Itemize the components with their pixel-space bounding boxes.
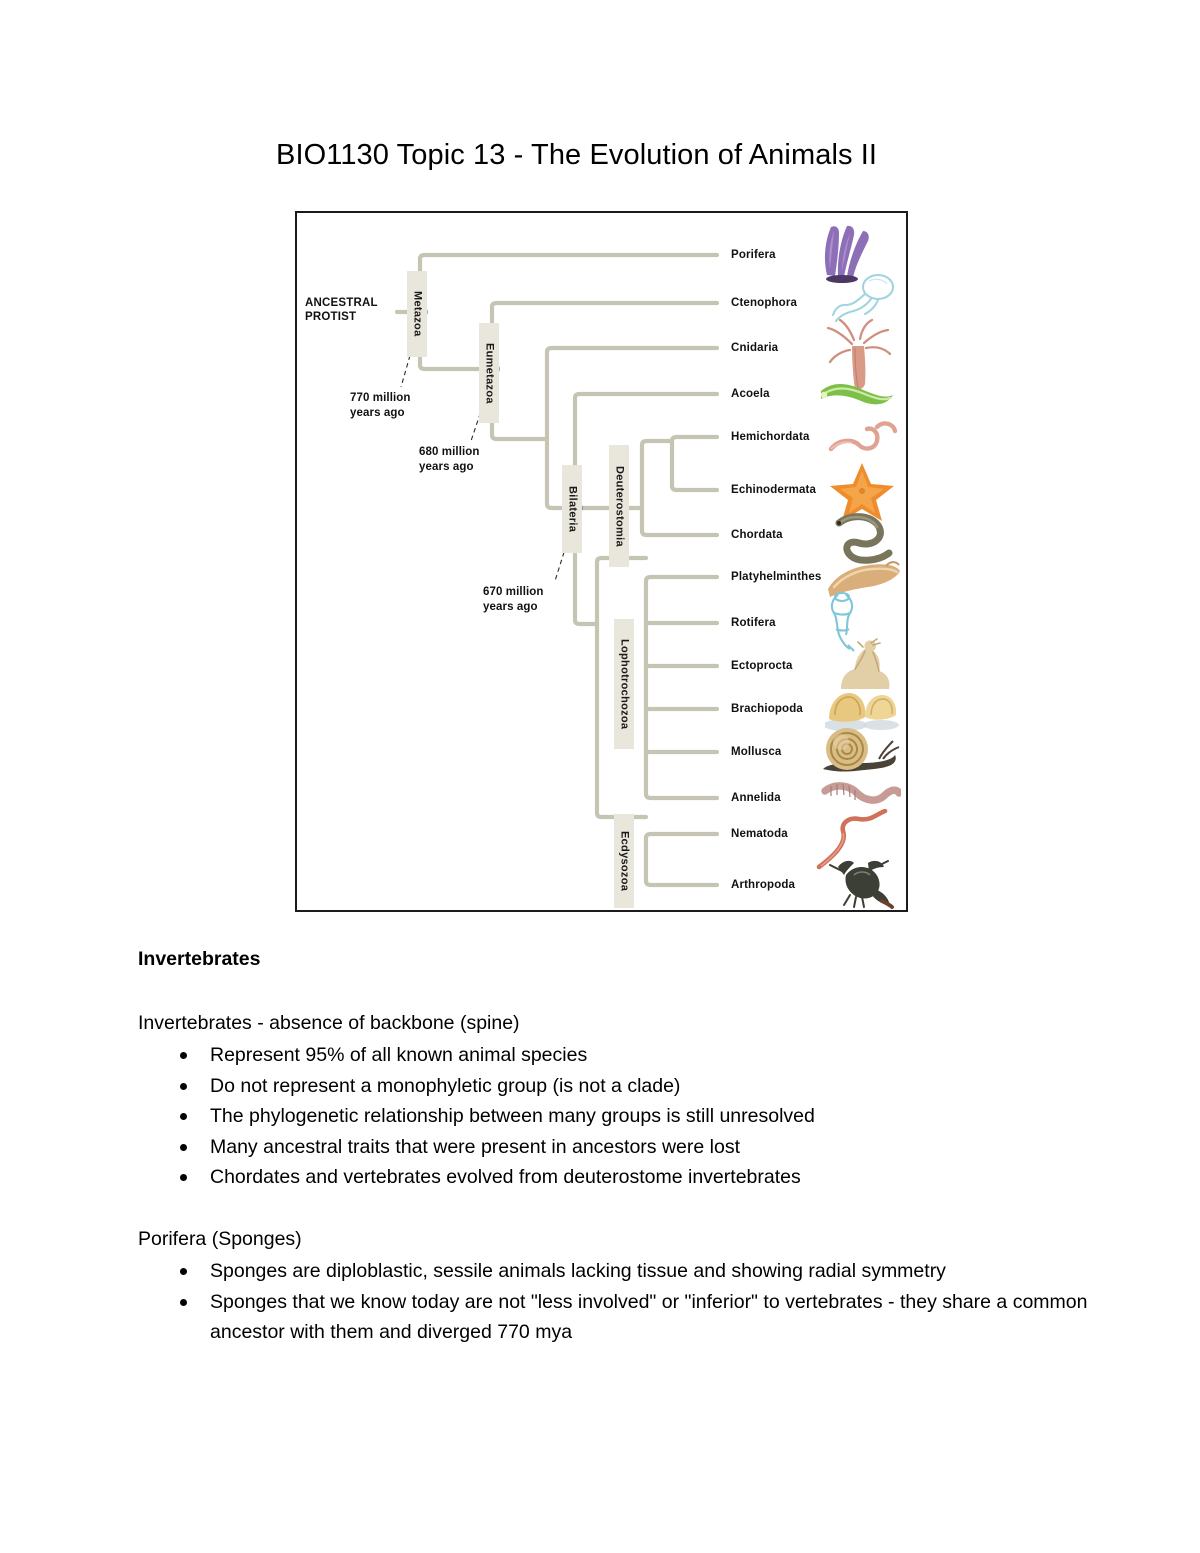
taxon-label-acoela: Acoela [731, 388, 770, 400]
phylogenetic-tree-figure: ANCESTRAL PROTIST 770 million years ago … [295, 211, 908, 912]
paragraph-invertebrates-intro: Invertebrates - absence of backbone (spi… [138, 1012, 520, 1034]
clade-label-eumetazoa: Eumetazoa [479, 323, 499, 423]
taxon-label-ectoprocta: Ectoprocta [731, 660, 793, 672]
taxon-label-rotifera: Rotifera [731, 617, 776, 629]
taxon-label-brachiopoda: Brachiopoda [731, 703, 803, 715]
time-note-metazoa: 770 million years ago [350, 392, 411, 419]
list-item: Sponges that we know today are not "less… [138, 1287, 1110, 1348]
clade-label-deuterostomia: Deuterostomia [609, 445, 629, 567]
taxon-label-chordata: Chordata [731, 529, 783, 541]
taxon-label-nematoda: Nematoda [731, 828, 788, 840]
taxon-label-arthropoda: Arthropoda [731, 879, 796, 891]
list-item: Represent 95% of all known animal specie… [138, 1040, 1068, 1071]
taxon-label-echinodermata: Echinodermata [731, 484, 817, 496]
list-item: Chordates and vertebrates evolved from d… [138, 1162, 1068, 1193]
list-porifera: Sponges are diploblastic, sessile animal… [138, 1256, 1087, 1348]
clade-label-metazoa: Metazoa [407, 271, 427, 357]
taxon-label-ctenophora: Ctenophora [731, 297, 798, 309]
taxon-label-porifera: Porifera [731, 249, 776, 261]
list-item: Many ancestral traits that were present … [138, 1132, 1068, 1163]
taxon-label-cnidaria: Cnidaria [731, 342, 779, 354]
heading-invertebrates: Invertebrates [138, 948, 261, 970]
clade-label-lophotrochozoa: Lophotrochozoa [614, 619, 634, 749]
page-title: BIO1130 Topic 13 - The Evolution of Anim… [276, 139, 878, 171]
taxon-label-mollusca: Mollusca [731, 746, 782, 758]
taxon-label-platyhelminthes: Platyhelminthes [731, 571, 822, 583]
time-note-eumetazoa: 680 million years ago [419, 446, 480, 473]
list-item: Do not represent a monophyletic group (i… [138, 1071, 1068, 1102]
clade-label-bilateria: Bilateria [562, 465, 582, 553]
taxon-label-annelida: Annelida [731, 792, 781, 804]
list-invertebrates: Represent 95% of all known animal specie… [138, 1040, 1068, 1193]
list-item: Sponges are diploblastic, sessile animal… [138, 1256, 1110, 1287]
ancestral-protist-label: ANCESTRAL PROTIST [305, 297, 378, 323]
clade-label-ecdysozoa: Ecdysozoa [614, 814, 634, 908]
time-note-bilateria: 670 million years ago [483, 586, 544, 613]
list-item: The phylogenetic relationship between ma… [138, 1101, 1068, 1132]
tree-branches [394, 252, 720, 888]
paragraph-porifera-intro: Porifera (Sponges) [138, 1228, 302, 1250]
taxon-label-hemichordata: Hemichordata [731, 431, 810, 443]
